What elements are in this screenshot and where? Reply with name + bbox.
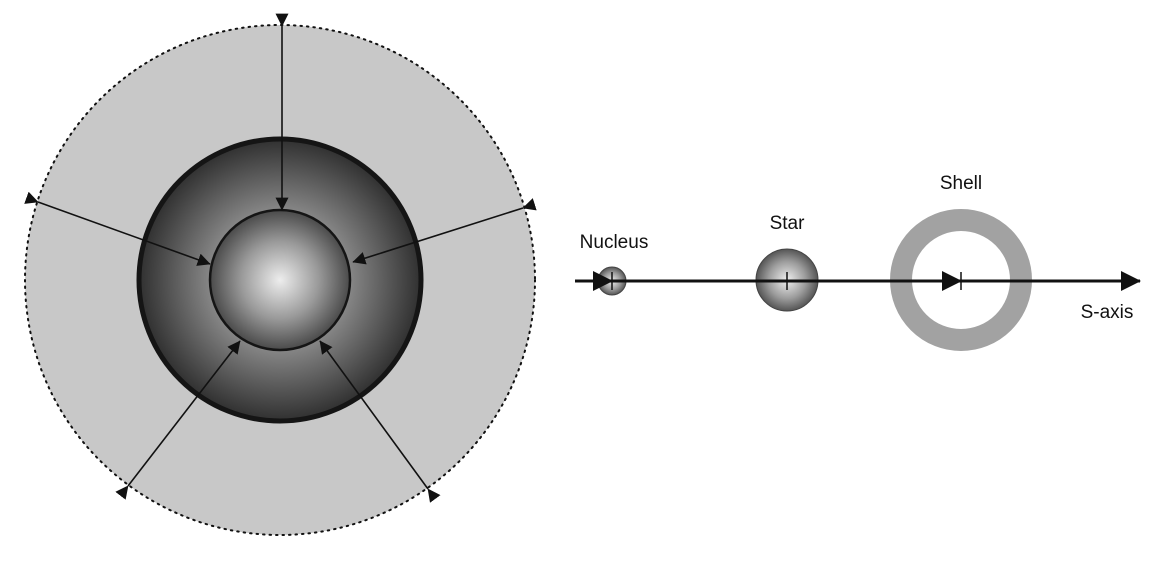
- star-label: Star: [770, 213, 806, 234]
- inner-core-sphere: [208, 208, 352, 352]
- s-axis-label: S-axis: [1081, 302, 1134, 323]
- nucleus-label: Nucleus: [580, 232, 649, 253]
- radial-arrow-upper-left: [24, 191, 211, 266]
- radial-arrow-lower-right: [319, 340, 441, 503]
- radial-arrow-upper-right: [352, 198, 537, 265]
- shell-label: Shell: [940, 173, 982, 194]
- s-axis-group: Nucleus Star Shell S-axis: [575, 173, 1141, 351]
- concentric-sphere-group: [24, 13, 537, 536]
- radial-arrow-lower-left: [115, 340, 241, 500]
